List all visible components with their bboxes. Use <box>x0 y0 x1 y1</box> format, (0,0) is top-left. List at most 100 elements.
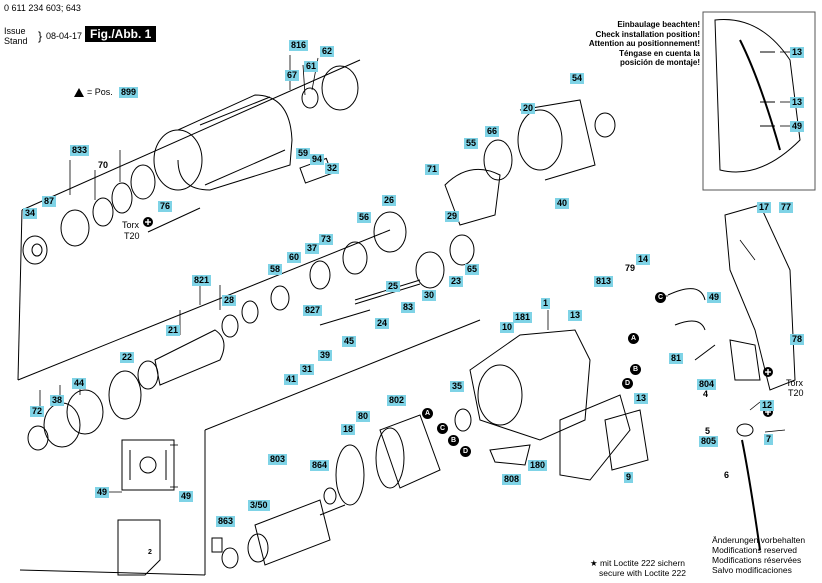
part-label: 72 <box>30 406 45 417</box>
part-label: 13 <box>790 97 805 108</box>
marker-b: B <box>448 435 459 446</box>
part-label: 44 <box>72 378 87 389</box>
part-label: 181 <box>513 312 533 323</box>
part-label: 13 <box>568 310 583 321</box>
part-label: 808 <box>502 474 522 485</box>
part-label: 7 <box>764 434 774 445</box>
loctite-line: secure with Loctite 222 <box>599 568 686 578</box>
part-label: 58 <box>268 264 283 275</box>
marker-a: A <box>422 408 433 419</box>
part-label: 66 <box>485 126 500 137</box>
part-label: 65 <box>465 264 480 275</box>
footer-line: Salvo modificaciones <box>712 565 792 575</box>
part-label: 94 <box>310 154 325 165</box>
torx-size: T20 <box>124 231 140 241</box>
part-label: 49 <box>179 491 194 502</box>
part-label: 80 <box>356 411 371 422</box>
part-label: 802 <box>387 395 407 406</box>
part-label: 60 <box>287 252 302 263</box>
part-label: 49 <box>790 121 805 132</box>
part-label: 864 <box>310 460 330 471</box>
part-label: 833 <box>70 145 90 156</box>
torx-label: Torx <box>122 220 140 230</box>
install-note: Einbaulage beachten! Check installation … <box>560 20 700 68</box>
pos-note-text: = Pos. <box>87 87 113 97</box>
part-label: 76 <box>158 201 173 212</box>
part-label: 61 <box>304 61 319 72</box>
part-label: 1 <box>541 298 551 309</box>
part-label: 9 <box>624 472 634 483</box>
part-label: 37 <box>305 243 320 254</box>
marker-d: D <box>460 446 471 457</box>
part-label: 14 <box>636 254 651 265</box>
part-label: 827 <box>303 305 323 316</box>
part-label-plain: 4 <box>703 389 709 399</box>
part-label: 816 <box>289 40 309 51</box>
footer-line: Änderungen vorbehalten <box>712 535 806 545</box>
part-label: 13 <box>634 393 649 404</box>
install-note-line: Einbaulage beachten! <box>617 20 700 29</box>
part-label: 18 <box>341 424 356 435</box>
part-label: 20 <box>521 103 536 114</box>
torx-label: Torx <box>786 378 804 388</box>
part-label: 87 <box>42 196 57 207</box>
install-note-line: Téngase en cuenta la <box>619 48 700 58</box>
footer-note: Änderungen vorbehalten Modifications res… <box>712 535 805 575</box>
loctite-note: ★ mit Loctite 222 sichern secure with Lo… <box>590 558 686 578</box>
part-label: 12 <box>760 400 775 411</box>
part-label: 83 <box>401 302 416 313</box>
part-label: 813 <box>594 276 614 287</box>
part-label: 71 <box>425 164 440 175</box>
part-label-plain: 70 <box>98 160 109 170</box>
part-label: 49 <box>95 487 110 498</box>
install-note-line: Check installation position! <box>595 29 700 39</box>
footer-line: Modifications reserved <box>712 545 798 555</box>
part-label-plain: 6 <box>724 470 730 480</box>
part-label: 804 <box>697 379 717 390</box>
part-label: 25 <box>386 281 401 292</box>
loctite-line: ★ mit Loctite 222 sichern <box>590 558 686 568</box>
part-label: 180 <box>528 460 548 471</box>
part-label: 35 <box>450 381 465 392</box>
part-label: 10 <box>500 322 515 333</box>
document-code: 0 611 234 603; 643 <box>4 3 81 13</box>
brace: } <box>38 29 43 43</box>
part-label: 38 <box>50 395 65 406</box>
marker-a: A <box>628 333 639 344</box>
part-label-plain: 5 <box>705 426 711 436</box>
part-label: 22 <box>120 352 135 363</box>
part-label: 23 <box>449 276 464 287</box>
figure-label: Fig./Abb. 1 <box>85 26 157 42</box>
part-label: 805 <box>699 436 719 447</box>
part-label: 55 <box>464 138 479 149</box>
issue-label: Issue <box>4 26 26 36</box>
part-label: 41 <box>284 374 299 385</box>
install-note-line: Attention au positionnement! <box>588 39 700 48</box>
part-label: 77 <box>779 202 794 213</box>
marker-c: C <box>437 423 448 434</box>
part-label: 26 <box>382 195 397 206</box>
stand-label: Stand <box>4 36 28 46</box>
part-label: 21 <box>166 325 181 336</box>
part-label: 62 <box>320 46 335 57</box>
part-label: 3/50 <box>248 500 270 511</box>
part-label: 28 <box>222 295 237 306</box>
part-label: 59 <box>296 148 311 159</box>
marker-d: D <box>622 378 633 389</box>
part-label: 803 <box>268 454 288 465</box>
part-label: 821 <box>192 275 212 286</box>
part-label: 56 <box>357 212 372 223</box>
part-label: 17 <box>757 202 772 213</box>
part-label: 45 <box>342 336 357 347</box>
part-label: 54 <box>570 73 585 84</box>
part-label: 30 <box>422 290 437 301</box>
part-label-plain: 2 <box>148 549 152 556</box>
part-label: 32 <box>325 163 340 174</box>
pos-note-value: 899 <box>119 87 139 98</box>
part-label: 29 <box>445 211 460 222</box>
part-label: 49 <box>707 292 722 303</box>
triangle-icon <box>74 88 84 97</box>
footer-line: Modifications réservées <box>712 555 802 565</box>
part-label: 13 <box>790 47 805 58</box>
